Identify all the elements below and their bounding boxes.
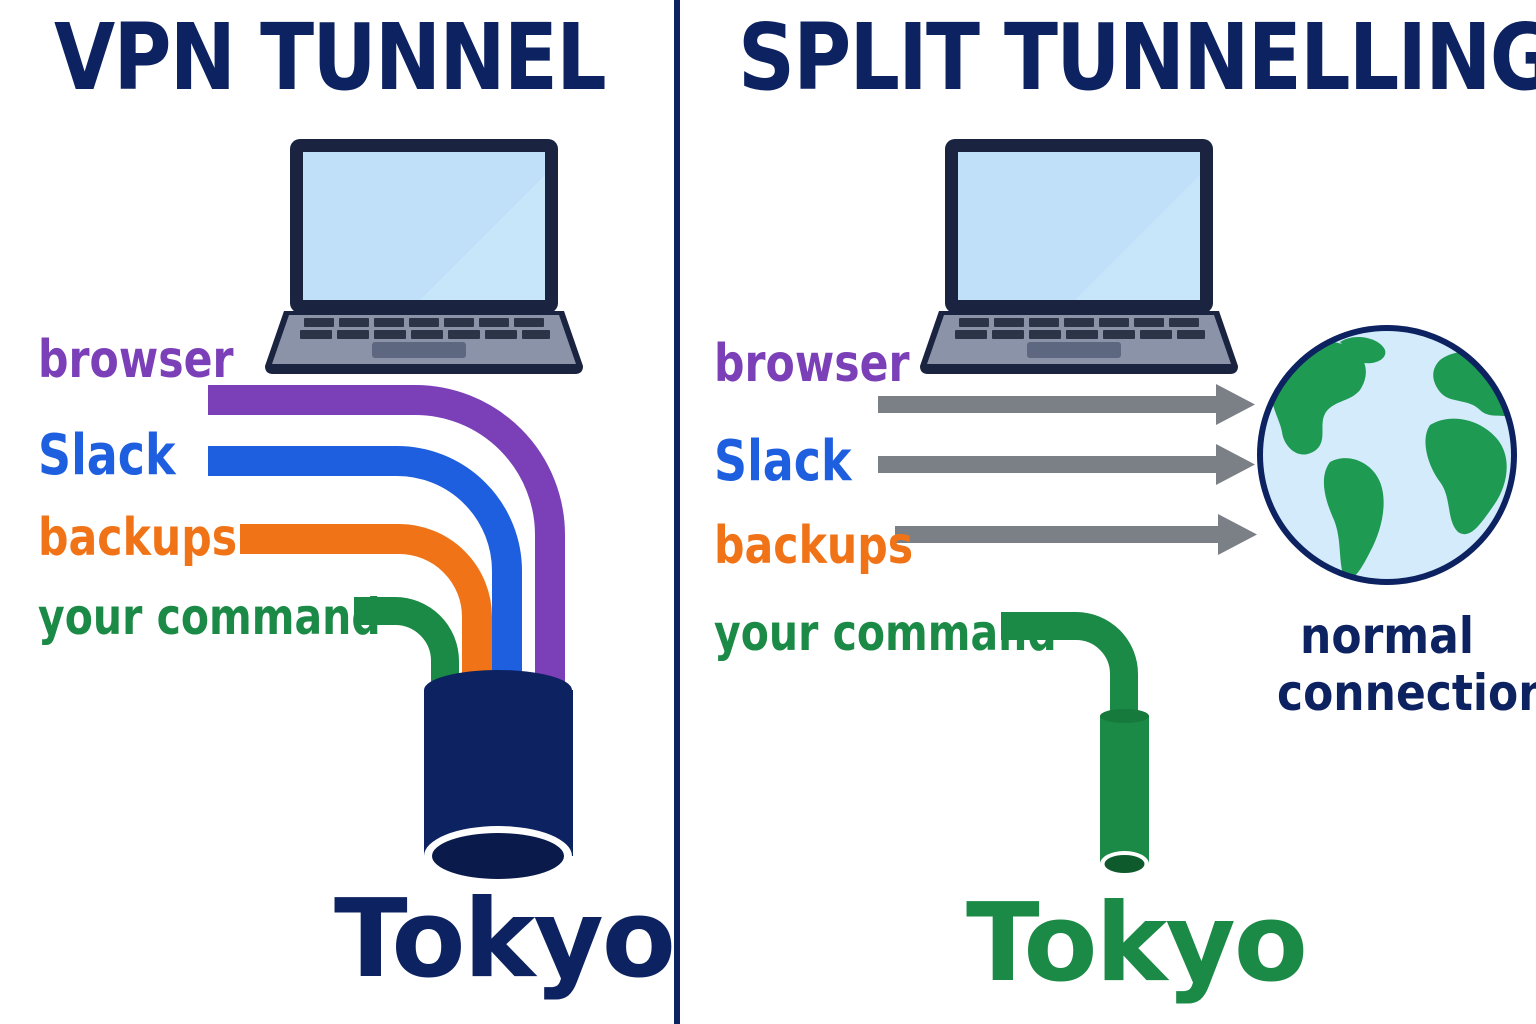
right-label-slack: Slack — [714, 429, 852, 494]
globe-caption: normal connection — [1277, 607, 1536, 722]
arrow-slack-to-internet — [878, 444, 1255, 485]
globe-caption-line1: normal — [1300, 607, 1474, 665]
arrow-backups-to-internet — [895, 514, 1257, 555]
command-tunnel-cylinder — [1100, 709, 1149, 877]
pipe-browser — [208, 385, 565, 700]
pipe-slack — [208, 446, 522, 700]
pipe-backups — [240, 524, 492, 700]
pipe-command-right — [1001, 612, 1138, 720]
right-label-command: your command — [714, 604, 1057, 662]
arrow-browser-to-internet — [878, 384, 1255, 425]
left-label-command: your command — [38, 588, 381, 646]
globe-caption-line2: connection — [1277, 663, 1536, 722]
left-label-backups: backups — [38, 508, 238, 568]
left-label-slack: Slack — [38, 423, 176, 488]
right-panel-title: SPLIT TUNNELLING — [738, 4, 1536, 111]
laptop-icon-right — [920, 139, 1238, 374]
laptop-icon-left — [265, 139, 583, 374]
left-panel-title: VPN TUNNEL — [54, 4, 607, 111]
right-label-backups: backups — [714, 516, 914, 576]
right-label-browser: browser — [714, 334, 910, 394]
left-label-browser: browser — [38, 330, 234, 390]
right-destination-tokyo: Tokyo — [966, 881, 1308, 1006]
vpn-tunnel-cylinder — [424, 670, 573, 886]
left-destination-tokyo: Tokyo — [334, 877, 676, 1002]
globe-icon — [1257, 325, 1517, 585]
pipe-command — [354, 597, 459, 700]
